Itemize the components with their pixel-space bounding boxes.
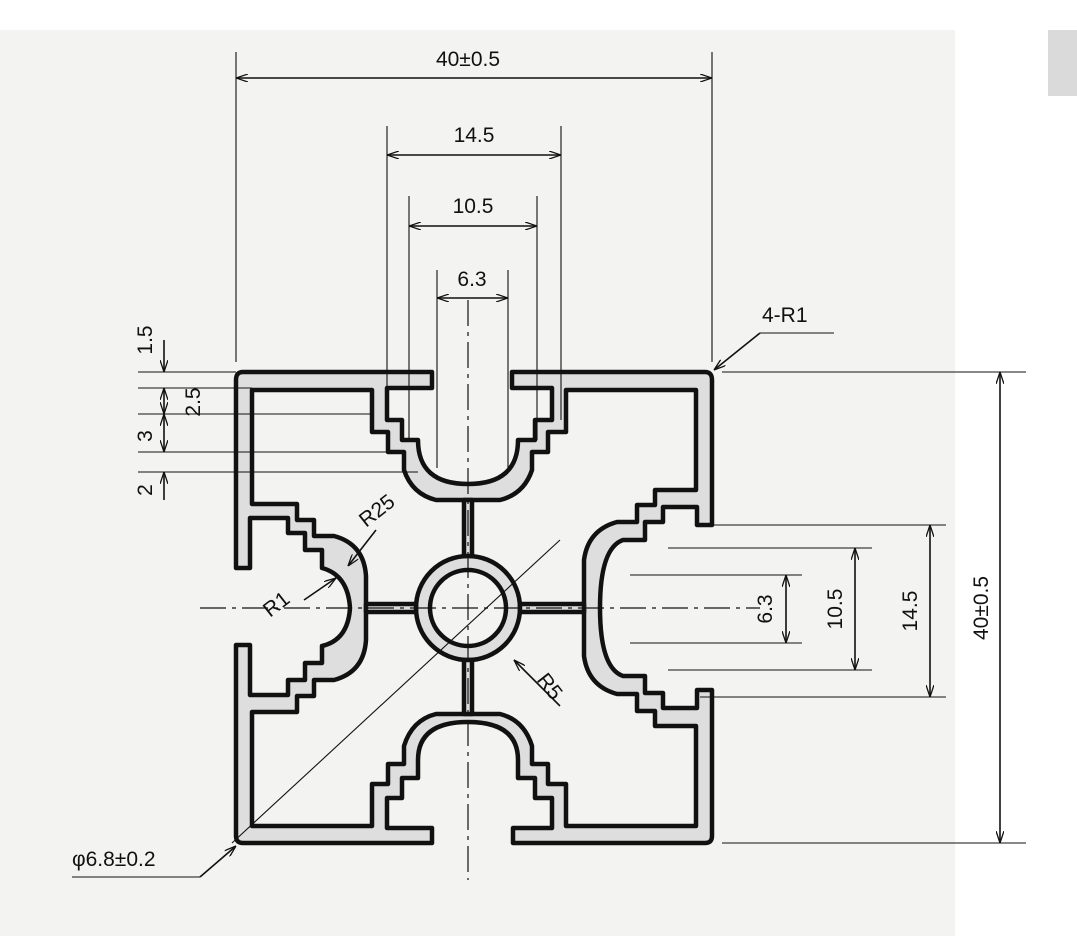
dim-step-3: 2 [134,484,157,496]
dim-overall-width: 40±0.5 [436,48,500,71]
dim-overall-height: 40±0.5 [970,576,993,640]
left-step-dimensions: 1.5 2.5 3 2 [134,325,418,500]
bore-callout: φ6.8±0.2 [72,846,236,878]
dim-inner-slot-width: 6.3 [457,268,486,291]
dim-step-1: 2.5 [182,387,205,416]
dim-lip-thickness: 1.5 [134,325,157,354]
dim-corner-radius: 4-R1 [762,304,808,327]
right-dimensions: 40±0.5 14.5 10.5 6.3 [630,371,1026,844]
dim-right-mid-slot: 10.5 [824,589,847,630]
dim-mid-slot-width: 10.5 [453,195,494,218]
dim-outer-slot-width: 14.5 [454,124,495,147]
dim-right-outer-slot: 14.5 [899,591,922,632]
dim-bore: φ6.8±0.2 [72,848,156,871]
adjacent-page-edge [1048,30,1077,96]
dim-step-2: 3 [134,430,157,442]
dim-right-inner-slot: 6.3 [754,594,777,623]
diagonal-line [231,539,561,844]
top-dimensions: 40±0.5 14.5 10.5 6.3 [235,48,713,468]
center-lines [200,300,760,880]
corner-radius-callout: 4-R1 [714,304,834,370]
